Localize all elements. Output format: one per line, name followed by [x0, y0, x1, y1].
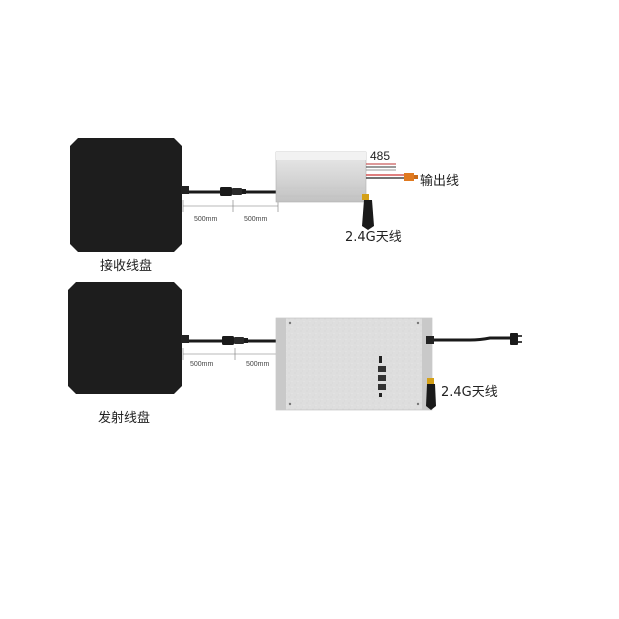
- transmitter-antenna-label: 2.4G天线: [441, 385, 498, 400]
- receiver-coil: [70, 138, 182, 252]
- transmitter-coil-label: 发射线盘: [98, 410, 150, 426]
- receiver-antenna-label: 2.4G天线: [345, 230, 402, 245]
- receiver-module: [275, 151, 367, 203]
- receiver-cable-strain-relief: [181, 186, 189, 194]
- receiver-cable-connector: [220, 187, 246, 196]
- transmitter-antenna-icon: [426, 378, 436, 410]
- transmitter-cable-strain-relief: [181, 335, 189, 343]
- transmitter-dimension-marks: [182, 348, 281, 360]
- transmitter-cable-connector: [222, 336, 248, 345]
- receiver-output-wires: [366, 173, 418, 181]
- receiver-output-label: 输出线: [420, 173, 459, 189]
- transmitter-segment-2-length: 500mm: [246, 361, 270, 368]
- receiver-dimension-marks: [182, 200, 279, 212]
- transmitter-power-cable: [426, 336, 510, 344]
- transmitter-section: 500mm 500mm: [68, 282, 522, 426]
- receiver-485-wires: [366, 163, 396, 171]
- receiver-section: 500mm 500mm 485 输出线 2.4G天线: [70, 138, 459, 274]
- receiver-antenna-icon: [362, 194, 374, 230]
- power-plug-icon: [510, 333, 522, 345]
- transmitter-segment-1-length: 500mm: [190, 361, 214, 368]
- receiver-segment-2-length: 500mm: [244, 216, 268, 223]
- transmitter-coil: [68, 282, 182, 394]
- receiver-485-label: 485: [370, 149, 390, 163]
- receiver-coil-label: 接收线盘: [100, 258, 152, 274]
- transmitter-module: [275, 317, 433, 411]
- receiver-segment-1-length: 500mm: [194, 216, 218, 223]
